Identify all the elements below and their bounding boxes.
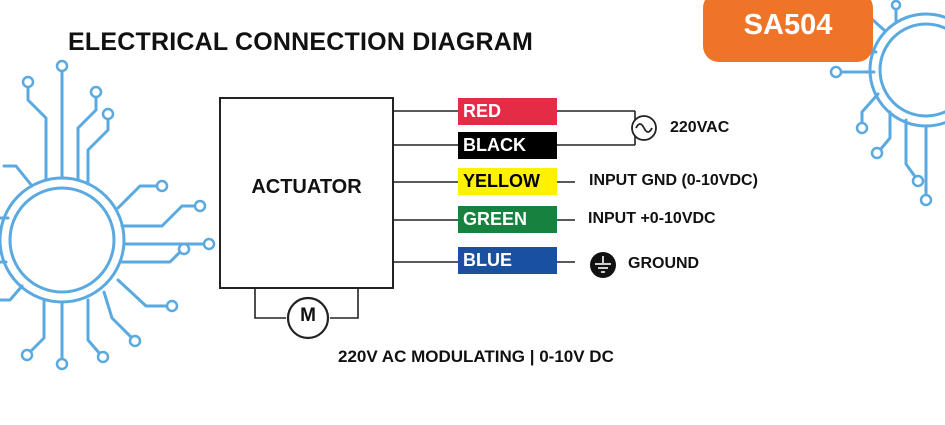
wire-label-blue: BLUE	[458, 247, 557, 274]
diagram-title: ELECTRICAL CONNECTION DIAGRAM	[68, 28, 534, 56]
motor-label: M	[300, 305, 316, 326]
wire-label-green: GREEN	[458, 206, 557, 233]
power-label: 220VAC	[670, 119, 730, 136]
actuator-box	[219, 97, 394, 289]
ground-icon	[590, 252, 616, 278]
diagram-footer: 220V AC MODULATING | 0-10V DC	[338, 347, 614, 366]
motor-connection-line	[254, 289, 359, 319]
actuator-label: ACTUATOR	[251, 176, 362, 198]
motor-icon	[286, 296, 330, 340]
wire-label-red: RED	[458, 98, 557, 125]
input-signal-label: INPUT +0-10VDC	[588, 210, 716, 227]
model-badge	[703, 0, 873, 62]
model-badge-label: SA504	[743, 9, 833, 41]
ac-source-icon	[631, 115, 657, 141]
wire-label-black: BLACK	[458, 132, 557, 159]
ground-label: GROUND	[628, 255, 700, 272]
input-gnd-label: INPUT GND (0-10VDC)	[589, 172, 758, 189]
wire-label-yellow: YELLOW	[458, 168, 557, 195]
